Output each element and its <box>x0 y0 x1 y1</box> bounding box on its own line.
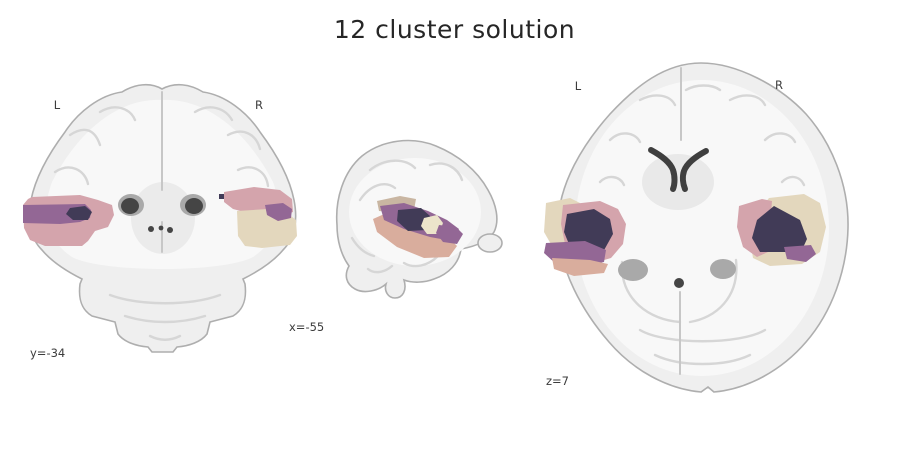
coronal-central-gray <box>131 182 195 254</box>
coronal-left-hemisphere-label: L <box>54 98 61 112</box>
axial-coordinate-label: z=7 <box>546 374 569 388</box>
coronal-view: L R y=-34 <box>23 83 297 360</box>
coronal-midbrain-dot <box>158 225 164 231</box>
coronal-midbrain-dot <box>148 226 154 232</box>
axial-aqueduct-dot <box>674 278 684 288</box>
cluster-axial-right-purple <box>784 245 816 262</box>
sagittal-frontal-island <box>477 233 503 253</box>
sagittal-view: x=-55 <box>289 139 503 334</box>
cluster-coronal-left-navy <box>66 206 92 220</box>
axial-thalamus-region <box>642 154 714 210</box>
cluster-axial-right-navy <box>752 206 807 252</box>
cluster-axial-left-salmon <box>552 258 608 276</box>
cluster-sagittal-purple-right <box>436 225 463 244</box>
axial-sinus-left <box>618 259 648 281</box>
axial-lateral-ventricle-left <box>648 147 678 192</box>
cluster-coronal-right-purple <box>265 203 292 221</box>
axial-lateral-ventricle-right <box>679 148 709 192</box>
axial-sinus-right <box>710 259 736 279</box>
sagittal-coordinate-label: x=-55 <box>289 320 324 334</box>
figure-title: 12 cluster solution <box>333 15 576 44</box>
coronal-midbrain-dot <box>167 227 173 233</box>
coronal-ventricle-right <box>185 198 203 214</box>
axial-white-matter <box>575 80 829 376</box>
axial-view: L R z=7 <box>544 62 849 393</box>
axial-left-hemisphere-label: L <box>575 79 582 93</box>
coronal-coordinate-label: y=-34 <box>30 346 65 360</box>
sagittal-sulci-texture <box>350 159 464 274</box>
coronal-ventricle-left <box>121 198 139 214</box>
cluster-coronal-right-navy-dot <box>219 194 224 199</box>
coronal-sulci-texture <box>53 106 270 341</box>
axial-right-hemisphere-label: R <box>775 78 783 92</box>
coronal-right-hemisphere-label: R <box>255 98 263 112</box>
axial-sulci-texture <box>598 84 806 366</box>
